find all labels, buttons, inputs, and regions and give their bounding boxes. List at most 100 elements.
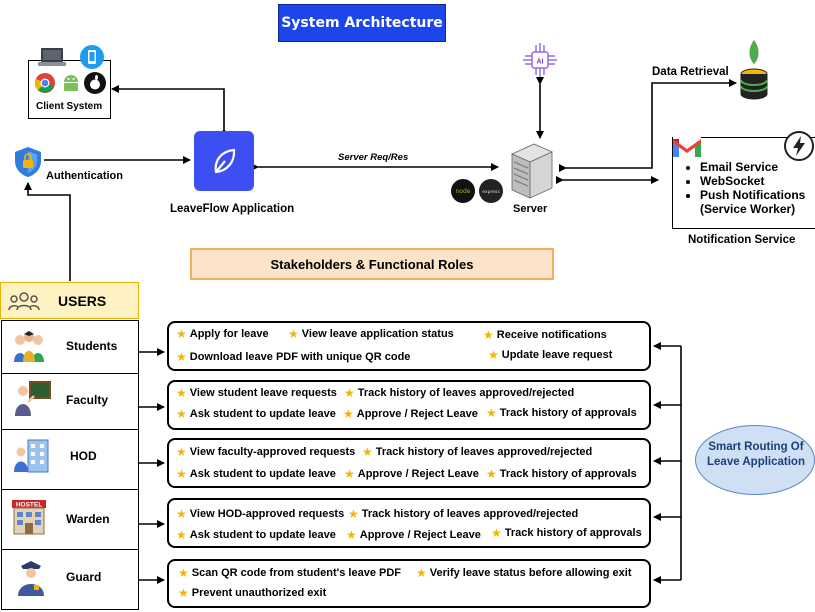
notification-item: (Service Worker)	[700, 202, 796, 216]
function-item: ★Track history of leaves approved/reject…	[362, 445, 593, 459]
star-icon: ★	[176, 386, 187, 400]
faculty-functions-box	[167, 380, 651, 430]
svg-text:AI: AI	[537, 59, 544, 66]
guard-icon	[18, 561, 44, 596]
function-item: ★Update leave request	[488, 348, 613, 362]
role-name: HOD	[70, 449, 97, 463]
client-app-connector	[111, 85, 228, 136]
guard-functions-box	[167, 559, 651, 608]
users-label: USERS	[58, 293, 107, 309]
shield-icon	[15, 147, 41, 177]
function-item: ★Approve / Reject Leave	[346, 528, 481, 542]
star-icon: ★	[346, 528, 357, 542]
star-icon: ★	[176, 327, 187, 341]
app-label: LeaveFlow Application	[170, 203, 295, 215]
function-item: ★View leave application status	[288, 327, 454, 341]
star-icon: ★	[483, 328, 494, 342]
star-icon: ★	[176, 507, 187, 521]
function-item: ★Scan QR code from student's leave PDF	[178, 566, 401, 580]
svg-text:node: node	[456, 188, 471, 195]
function-item: ★Ask student to update leave	[176, 407, 336, 421]
star-icon: ★	[348, 507, 359, 521]
function-item: ★Approve / Reject Leave	[343, 407, 478, 421]
node-icon: node	[451, 179, 475, 203]
role-cell-hod[interactable]	[1, 429, 139, 490]
role-name: Students	[66, 339, 118, 353]
hod-icon	[14, 439, 49, 473]
function-item: ★Download leave PDF with unique QR code	[176, 350, 411, 364]
gmail-icon	[673, 137, 701, 157]
function-item: ★Track history of leaves approved/reject…	[344, 386, 575, 400]
server-label: Server	[513, 203, 548, 215]
notification-item: WebSocket	[700, 174, 805, 188]
notification-service-label: Notification Service	[688, 234, 796, 246]
hostel-building-icon: HOSTEL	[12, 500, 46, 535]
authentication-label: Authentication	[46, 170, 123, 182]
notification-item: Email Service	[700, 160, 805, 174]
function-item: ★Verify leave status before allowing exi…	[416, 566, 632, 580]
server-db-connector	[559, 79, 737, 172]
function-item: ★View faculty-approved requests	[176, 445, 356, 459]
smart-routing-label: Smart Routing Of Leave Application	[707, 441, 805, 468]
star-icon: ★	[416, 566, 427, 580]
client-system-label: Client System	[36, 101, 103, 112]
phone-icon	[80, 45, 104, 69]
server-icon[interactable]	[508, 140, 556, 200]
function-item: ★Track history of approvals	[491, 526, 642, 540]
stakeholders-title: Stakeholders & Functional Roles	[190, 248, 554, 280]
faculty-icon	[15, 381, 51, 416]
function-item: ★View student leave requests	[176, 386, 337, 400]
notification-items: Email Service WebSocket Push Notificatio…	[686, 160, 805, 216]
function-item: ★Track history of approvals	[486, 406, 637, 420]
hod-functions-box	[167, 438, 651, 488]
function-item: ★Track history of approvals	[486, 467, 637, 481]
diagram-title: System Architecture	[278, 4, 446, 42]
role-cell-guard[interactable]	[1, 549, 139, 610]
function-item: ★Approve / Reject Leave	[344, 467, 479, 481]
svg-text:express: express	[482, 189, 500, 195]
star-icon: ★	[176, 445, 187, 459]
star-icon: ★	[343, 407, 354, 421]
apple-icon	[84, 72, 106, 94]
leaf-icon	[214, 148, 236, 174]
data-retrieval-label: Data Retrieval	[652, 66, 729, 78]
svg-text:HOSTEL: HOSTEL	[16, 502, 42, 509]
ai-chip-icon: AI	[523, 43, 557, 77]
star-icon: ★	[176, 528, 187, 542]
function-item: ★Ask student to update leave	[176, 528, 336, 542]
function-item: ★Track history of leaves approved/reject…	[348, 507, 579, 521]
students-icon	[14, 331, 44, 362]
star-icon: ★	[178, 566, 189, 580]
function-item: ★Receive notifications	[483, 328, 607, 342]
smart-routing-ellipse[interactable]	[695, 425, 815, 495]
server-req-res-label: Server Req/Res	[338, 152, 409, 163]
star-icon: ★	[176, 350, 187, 364]
android-icon	[64, 75, 78, 91]
role-name: Guard	[66, 570, 102, 584]
star-icon: ★	[344, 386, 355, 400]
warden-functions-box	[167, 498, 651, 548]
role-name: Faculty	[66, 393, 109, 407]
star-icon: ★	[486, 406, 497, 420]
function-item: ★Apply for leave	[176, 327, 269, 341]
star-icon: ★	[176, 467, 187, 481]
role-name: Warden	[66, 512, 110, 526]
lightning-icon	[784, 131, 814, 161]
students-functions-box	[167, 321, 651, 371]
users-auth-connector	[24, 182, 71, 281]
star-icon: ★	[491, 526, 502, 540]
function-item: ★View HOD-approved requests	[176, 507, 345, 521]
function-item: ★Ask student to update leave	[176, 467, 336, 481]
laptop-icon	[38, 48, 66, 66]
star-icon: ★	[178, 586, 189, 600]
notification-item: Push Notifications	[700, 188, 805, 202]
star-icon: ★	[488, 348, 499, 362]
star-icon: ★	[362, 445, 373, 459]
star-icon: ★	[344, 467, 355, 481]
users-group-icon	[8, 292, 40, 311]
star-icon: ★	[288, 327, 299, 341]
star-icon: ★	[486, 467, 497, 481]
chrome-icon	[35, 73, 55, 93]
role-cell-students[interactable]	[1, 320, 139, 374]
